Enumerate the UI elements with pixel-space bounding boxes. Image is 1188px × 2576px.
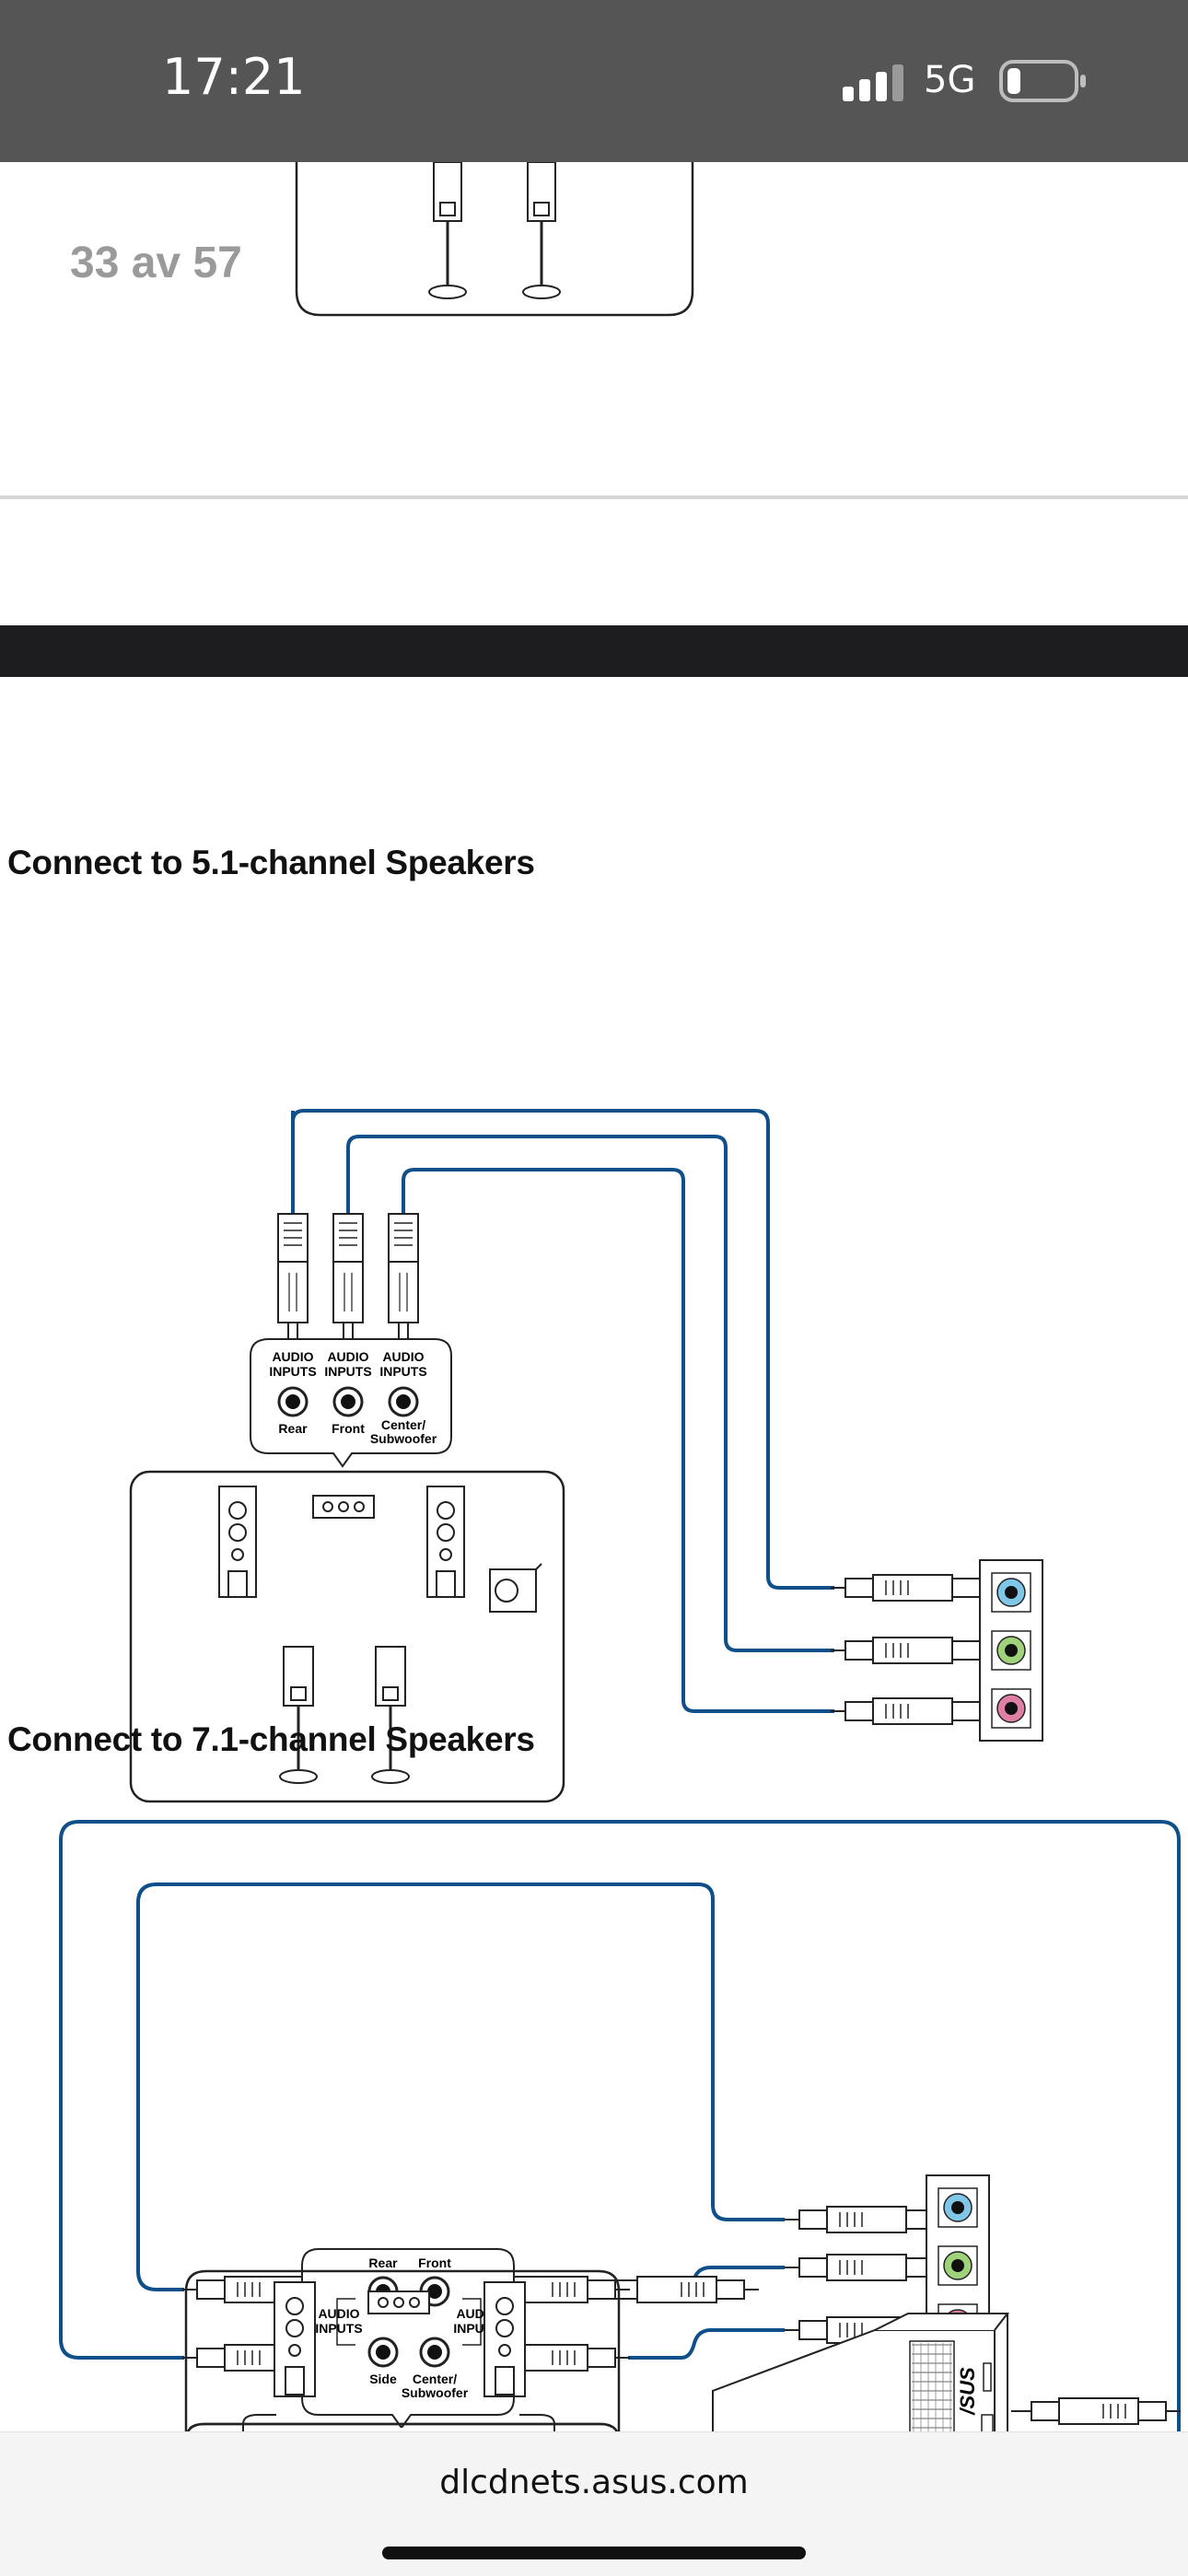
status-bar: 17:21 5G bbox=[0, 0, 1188, 162]
satellite-speaker-left bbox=[428, 162, 467, 299]
jack-center-71 bbox=[419, 2337, 450, 2368]
heading-51: Connect to 5.1-channel Speakers bbox=[7, 844, 535, 881]
label-center: Center/ bbox=[381, 1417, 425, 1432]
diagram-71-lower: /SUS bbox=[184, 2269, 1181, 2431]
page-separator-bar bbox=[0, 625, 1188, 677]
port-green bbox=[991, 1630, 1031, 1671]
home-indicator[interactable] bbox=[382, 2547, 806, 2559]
pc-tower: /SUS bbox=[712, 2313, 1010, 2431]
cables-51 bbox=[291, 1109, 834, 1713]
front-left-tower-71 bbox=[274, 2281, 316, 2397]
port-green-71 bbox=[938, 2245, 978, 2286]
jack-rear bbox=[277, 1386, 309, 1417]
label-front: Front bbox=[332, 1421, 365, 1436]
label-side-71: Side bbox=[369, 2372, 397, 2386]
pdf-viewer[interactable]: 33 av 57 Connect to 5.1-channel Speakers bbox=[0, 162, 1188, 2431]
jack-center bbox=[388, 1386, 419, 1417]
port-blue bbox=[991, 1572, 1031, 1613]
speaker-hub-71 bbox=[367, 2290, 430, 2314]
satellite-speaker-right bbox=[522, 162, 561, 299]
audio-inputs-label-3: AUDIO bbox=[382, 1349, 424, 1364]
battery-icon bbox=[999, 60, 1086, 102]
audio-inputs-label-1: AUDIO bbox=[272, 1349, 313, 1364]
page-indicator: 33 av 57 bbox=[70, 239, 242, 287]
svg-text:Subwoofer: Subwoofer bbox=[370, 1431, 437, 1446]
svg-text:Subwoofer: Subwoofer bbox=[402, 2385, 469, 2400]
label-rear-71: Rear bbox=[368, 2255, 398, 2270]
diagram-51-channel: AUDIO INPUTS AUDIO INPUTS AUDIO INPUTS R… bbox=[129, 1109, 1043, 1803]
subwoofer bbox=[489, 1563, 542, 1613]
pc-brand-logo: /SUS bbox=[956, 2367, 979, 2416]
browser-address-bar[interactable]: dlcdnets.asus.com bbox=[0, 2431, 1188, 2576]
label-rear: Rear bbox=[278, 1421, 308, 1436]
svg-text:INPUTS: INPUTS bbox=[324, 1364, 371, 1379]
jack-front bbox=[332, 1386, 364, 1417]
svg-text:INPUTS: INPUTS bbox=[315, 2321, 362, 2336]
label-front-71: Front bbox=[418, 2255, 451, 2270]
url-text[interactable]: dlcdnets.asus.com bbox=[439, 2464, 749, 2501]
svg-text:INPUTS: INPUTS bbox=[269, 1364, 316, 1379]
jack-side-71 bbox=[367, 2337, 399, 2368]
audio-inputs-label-2: AUDIO bbox=[327, 1349, 368, 1364]
page-divider bbox=[0, 495, 1188, 499]
heading-71: Connect to 7.1-channel Speakers bbox=[7, 1720, 535, 1758]
port-blue-71 bbox=[938, 2187, 978, 2228]
svg-text:INPUTS: INPUTS bbox=[379, 1364, 426, 1379]
cellular-signal-icon bbox=[843, 64, 903, 101]
speaker-diagram-fragment bbox=[295, 162, 694, 317]
front-right-tower-71 bbox=[483, 2281, 526, 2397]
port-pink bbox=[991, 1688, 1031, 1729]
network-type: 5G bbox=[924, 59, 976, 101]
label-center-71: Center/ bbox=[413, 2372, 457, 2386]
clock: 17:21 bbox=[162, 48, 306, 106]
speaker-hub bbox=[312, 1495, 375, 1519]
audio-inputs-left: AUDIO bbox=[318, 2306, 359, 2321]
